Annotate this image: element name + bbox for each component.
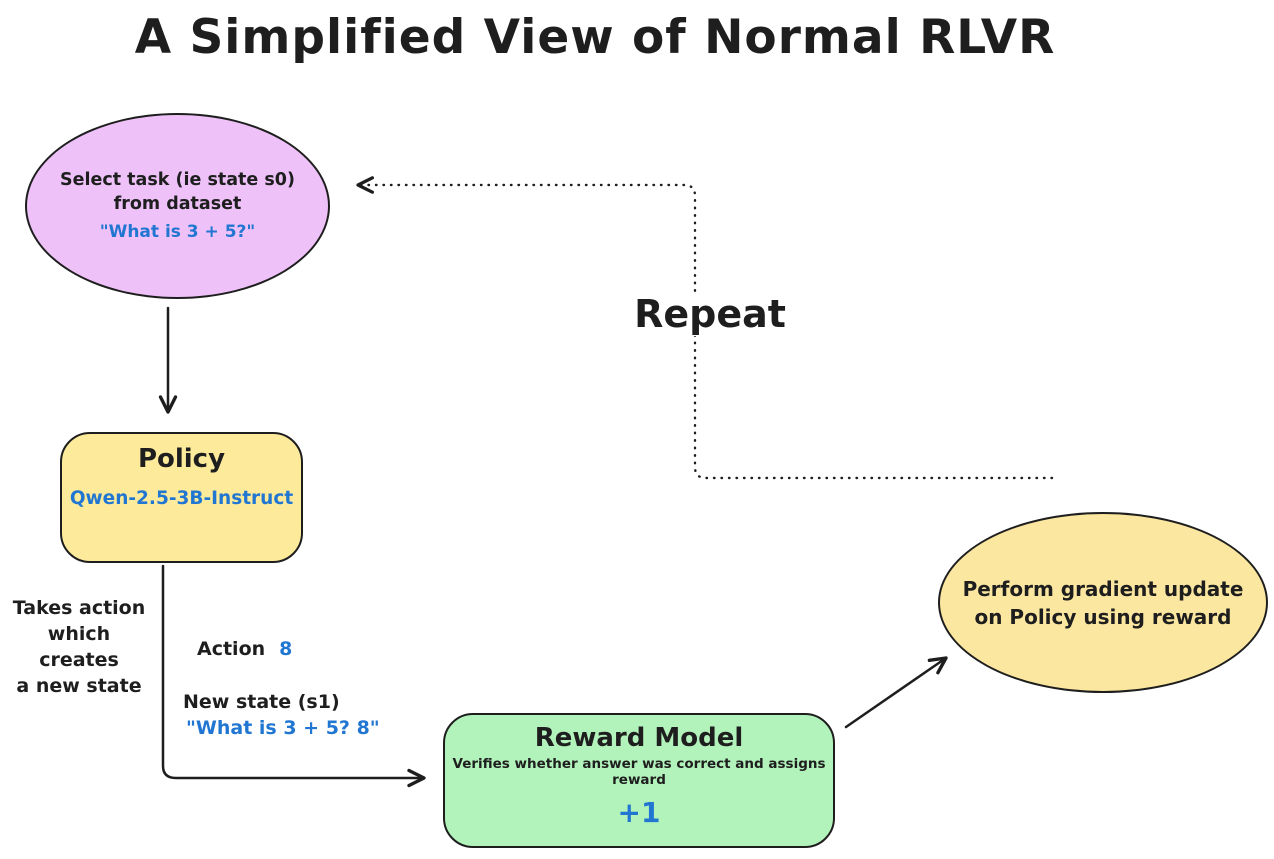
- repeat-label: Repeat: [615, 292, 805, 336]
- action-value: 8: [279, 638, 293, 660]
- takes-action-line3: creates: [39, 649, 119, 671]
- policy-title: Policy: [137, 444, 226, 474]
- diagram-title: A Simplified View of Normal RLVR: [134, 10, 1056, 65]
- action-label-line: Action 8: [197, 638, 292, 660]
- action-label: Action: [197, 638, 266, 660]
- select-task-line1: Select task (ie state s0): [60, 170, 295, 190]
- node-select-task: Select task (ie state s0) from dataset "…: [25, 113, 330, 299]
- arrow-policy-to-reward: [161, 564, 426, 788]
- node-policy: Policy Qwen-2.5-3B-Instruct: [60, 432, 303, 563]
- reward-model-subtitle: Verifies whether answer was correct and …: [452, 756, 826, 788]
- takes-action-line2: which: [47, 623, 111, 645]
- new-state-value: "What is 3 + 5? 8": [186, 717, 380, 739]
- reward-value: +1: [617, 796, 661, 829]
- takes-action-note: Takes action which creates a new state: [0, 595, 158, 699]
- gradient-update-line1: Perform gradient update: [962, 576, 1244, 601]
- gradient-update-line2: on Policy using reward: [974, 604, 1232, 629]
- takes-action-line4: a new state: [16, 675, 142, 697]
- select-task-line2: from dataset: [113, 194, 242, 214]
- node-reward-model: Reward Model Verifies whether answer was…: [443, 713, 835, 848]
- select-task-example: "What is 3 + 5?": [99, 222, 256, 242]
- node-gradient-update: Perform gradient update on Policy using …: [938, 512, 1268, 693]
- policy-model-name: Qwen-2.5-3B-Instruct: [69, 488, 294, 509]
- arrow-reward-to-update: [844, 656, 948, 729]
- reward-model-title: Reward Model: [534, 723, 744, 753]
- new-state-label: New state (s1): [183, 691, 340, 713]
- takes-action-line1: Takes action: [12, 597, 146, 619]
